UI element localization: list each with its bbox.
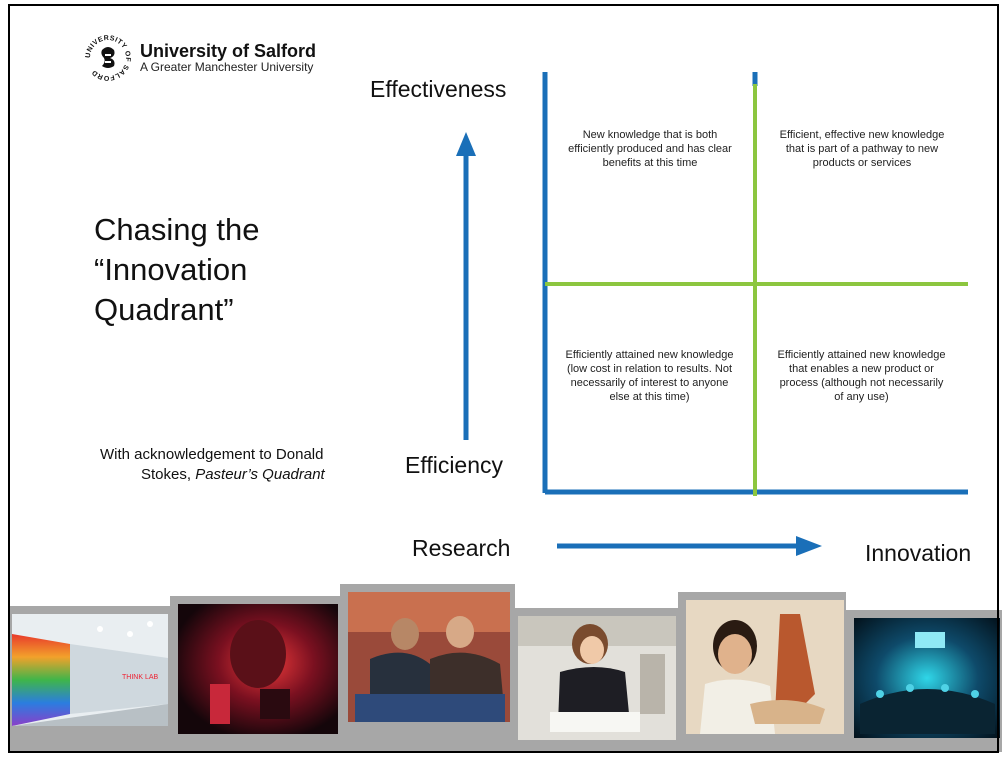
title-line: Quadrant” xyxy=(94,292,234,327)
quadrant-bottom-right: Efficiently attained new knowledge that … xyxy=(777,349,946,403)
y-axis-top-label: Effectiveness xyxy=(370,76,507,102)
acknowledgement-line-2: Stokes, Pasteur’s Quadrant xyxy=(141,466,325,483)
university-logo: UNIVERSITY OF SALFORD University of Salf… xyxy=(82,32,316,84)
title-line: “Innovation xyxy=(94,252,248,287)
acknowledgement-line-1: With acknowledgement to Donald xyxy=(100,446,324,463)
effectiveness-arrow-head xyxy=(456,132,476,156)
x-axis-right-label: Innovation xyxy=(865,540,972,566)
photo-two-students xyxy=(348,592,510,722)
slide-title: Chasing the “Innovation Quadrant” xyxy=(94,210,354,330)
photo-auditorium xyxy=(854,618,1000,738)
quadrant-bottom-left: Efficiently attained new knowledge (low … xyxy=(565,349,734,403)
acknowledgement: With acknowledgement to Donald Stokes, P… xyxy=(100,445,325,485)
photo-colorful-hallway: THINK LAB xyxy=(12,614,168,726)
photo-student-model xyxy=(686,600,844,734)
quadrant-top-right: Efficient, effective new knowledge that … xyxy=(779,129,945,169)
book-title: Pasteur’s Quadrant xyxy=(195,466,325,483)
university-subtitle: A Greater Manchester University xyxy=(140,60,314,75)
title-line: Chasing the xyxy=(94,212,260,247)
photo-strip: THINK LAB xyxy=(10,584,1002,752)
university-name: University of Salford xyxy=(140,40,317,61)
y-axis-bottom-label: Efficiency xyxy=(405,452,504,478)
quadrant-top-left: New knowledge that is both efficiently p… xyxy=(568,129,732,169)
svg-text:THINK LAB: THINK LAB xyxy=(122,674,159,681)
innovation-arrow-head xyxy=(796,536,822,556)
photo-student-sketchbook xyxy=(518,616,676,740)
university-seal-icon: UNIVERSITY OF SALFORD xyxy=(83,33,133,83)
photo-student-red-light xyxy=(178,604,338,734)
x-axis-left-label: Research xyxy=(412,535,511,561)
